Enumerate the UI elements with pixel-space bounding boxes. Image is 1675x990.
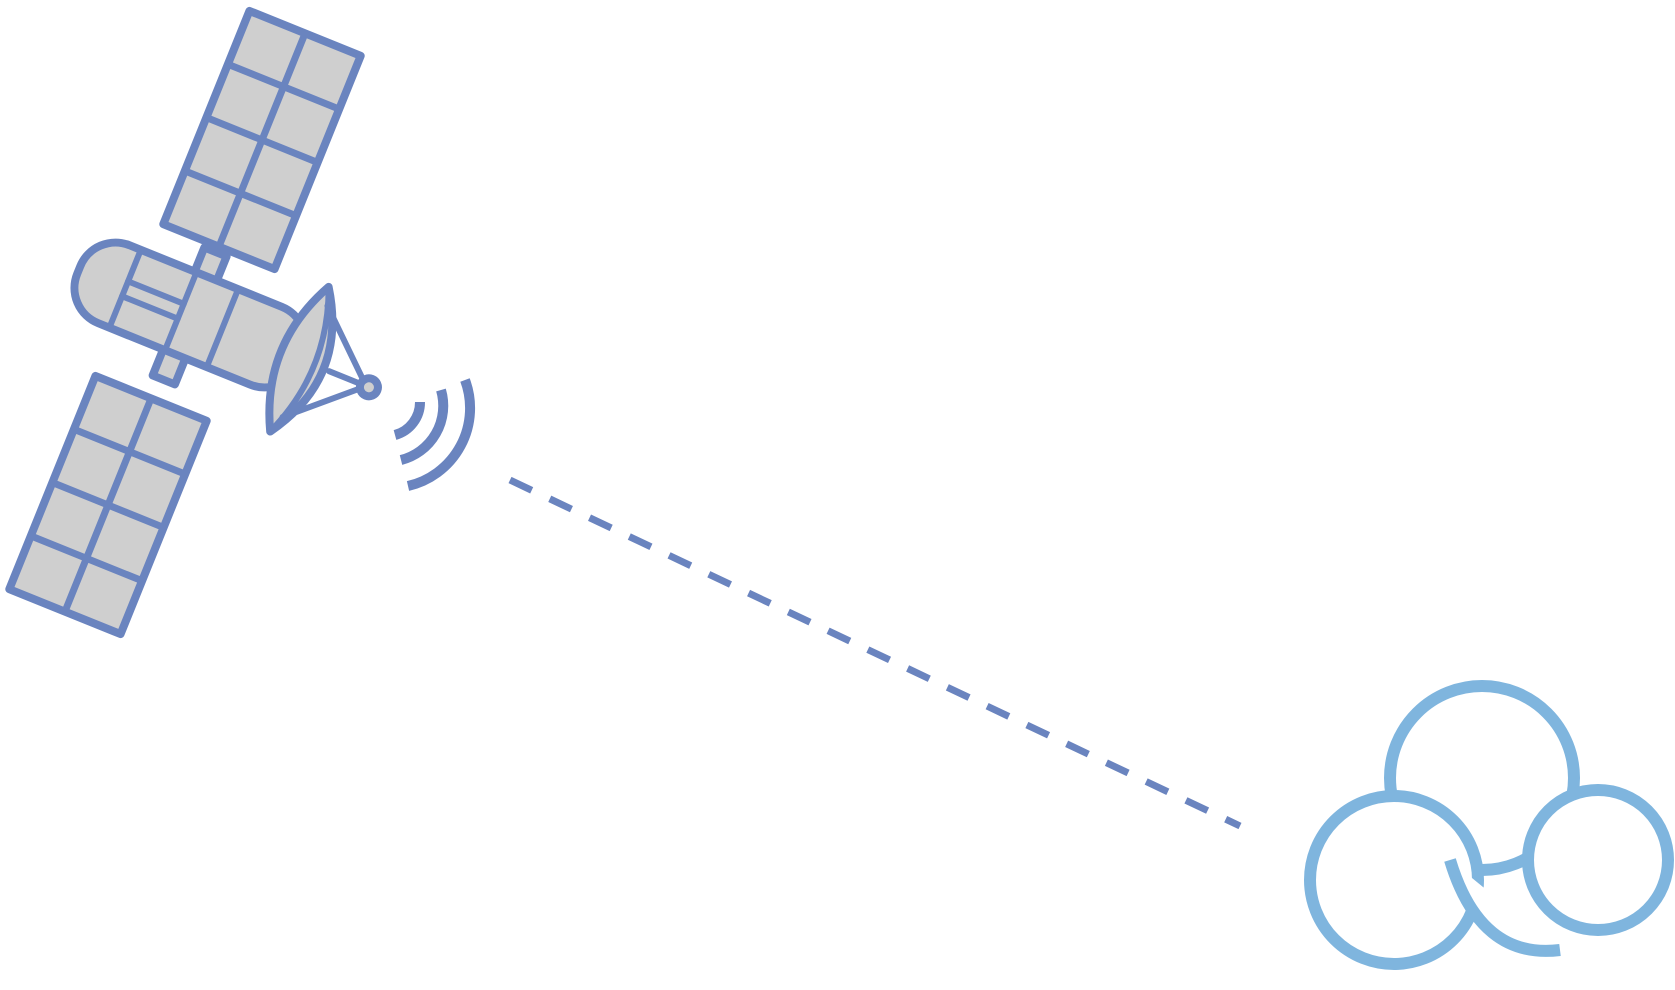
dashed-link (510, 480, 1240, 826)
cloud-icon (1310, 686, 1668, 964)
lower-solar-panel (9, 376, 206, 634)
satellite-icon (9, 11, 406, 634)
signal-icon (395, 380, 470, 486)
upper-solar-panel (163, 11, 360, 269)
